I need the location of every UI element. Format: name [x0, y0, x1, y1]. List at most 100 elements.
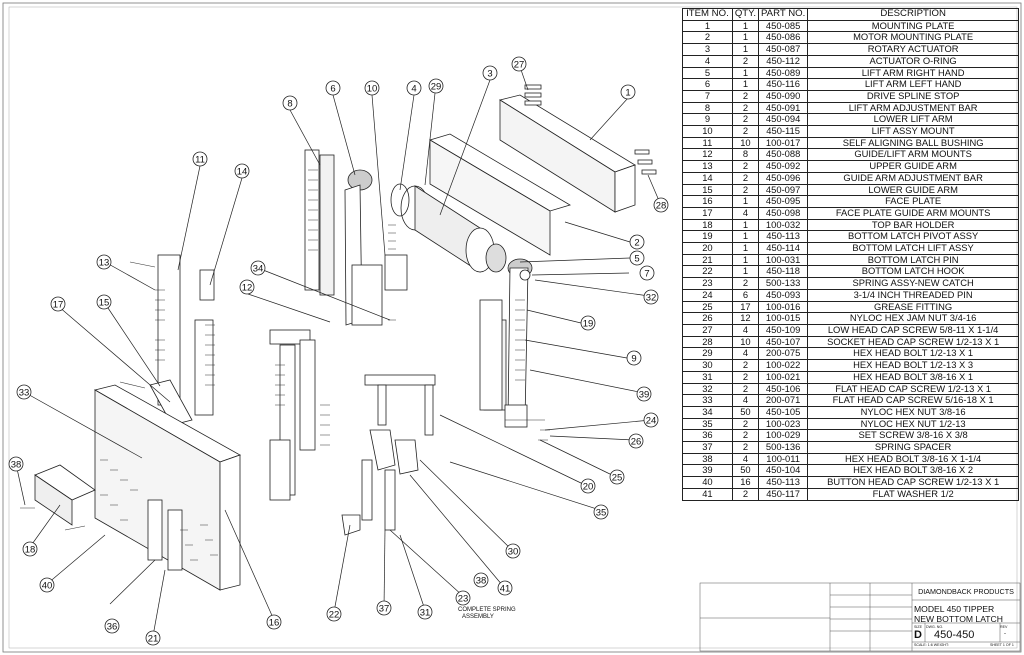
svg-text:6: 6: [330, 84, 335, 95]
svg-text:13: 13: [99, 258, 110, 269]
callout-17: 17: [50, 296, 66, 312]
svg-text:10: 10: [367, 84, 378, 95]
svg-text:26: 26: [631, 437, 642, 448]
callout-19: 19: [580, 315, 596, 331]
bom-description: HEX HEAD BOLT 3/8-16 X 2: [807, 464, 1019, 478]
bom-part-no: 100-011: [757, 452, 809, 466]
svg-text:39: 39: [639, 390, 650, 401]
bom-header-item-no: ITEM NO.: [682, 8, 733, 21]
svg-text:7: 7: [644, 269, 649, 280]
drawing-title-line2: NEW BOTTOM LATCH: [914, 614, 1003, 624]
bom-description: FLAT HEAD CAP SCREW 5/16-18 X 1: [807, 394, 1019, 407]
bom-item-no: 37: [682, 441, 733, 454]
bom-qty: 2: [731, 113, 760, 127]
bom-part-no: 450-109: [757, 323, 809, 337]
bom-qty: 2: [731, 429, 760, 443]
callout-5: 5: [629, 250, 645, 266]
bom-part-no: 450-114: [757, 242, 809, 255]
bom-item-no: 25: [682, 300, 733, 314]
bom-item-no: 11: [682, 136, 733, 150]
callout-13: 13: [96, 254, 112, 270]
bom-item-no: 30: [682, 359, 733, 372]
bom-item-no: 31: [682, 370, 733, 384]
sheet-number: SHEET 1 OF 1: [990, 643, 1014, 647]
bom-description: FLAT HEAD CAP SCREW 1/2-13 X 1: [807, 382, 1019, 396]
bom-item-no: 2: [682, 31, 733, 45]
bom-qty: 2: [731, 183, 760, 197]
bom-qty: 2: [731, 370, 760, 384]
bom-description: SPRING SPACER: [807, 441, 1019, 454]
bom-qty: 2: [731, 417, 760, 431]
svg-text:36: 36: [107, 622, 118, 633]
bom-description: 3-1/4 INCH THREADED PIN: [807, 288, 1019, 302]
bom-qty: 4: [731, 394, 760, 407]
bom-item-no: 5: [682, 66, 733, 80]
title-block: DIAMONDBACK PRODUCTS MODEL 450 TIPPER NE…: [912, 583, 1020, 651]
callout-22: 22: [326, 606, 342, 622]
bom-description: NYLOC HEX JAM NUT 3/4-16: [807, 312, 1019, 325]
callout-21: 21: [145, 630, 161, 646]
callout-balloons: 1 2 3 4 5 6 7 8 9 10 11 12 13 14 15 16 1…: [8, 56, 669, 646]
callout-35: 35: [593, 504, 609, 520]
bom-description: SPRING ASSY-NEW CATCH: [807, 277, 1019, 290]
bom-part-no: 450-091: [757, 101, 809, 115]
bom-qty: 4: [731, 206, 760, 220]
bom-qty: 2: [731, 382, 760, 396]
bom-qty: 1: [731, 31, 760, 45]
bom-part-no: 100-022: [757, 359, 809, 372]
fastener-stacks: [20, 169, 550, 561]
bom-item-no: 1: [682, 19, 733, 33]
svg-text:1: 1: [625, 88, 630, 99]
bom-item-no: 16: [682, 195, 733, 208]
callout-9: 9: [626, 350, 642, 366]
callout-23: 23: [455, 590, 471, 606]
bom-qty: 4: [731, 452, 760, 466]
svg-text:8: 8: [287, 99, 292, 110]
bom-description: BOTTOM LATCH PIVOT ASSY: [807, 230, 1019, 244]
bom-item-no: 28: [682, 335, 733, 349]
bom-part-no: 100-032: [757, 218, 809, 232]
bom-description: GUIDE ARM ADJUSTMENT BAR: [807, 171, 1019, 185]
bom-item-no: 6: [682, 78, 733, 91]
svg-text:COMPLETE SPRING: COMPLETE SPRING: [458, 607, 516, 613]
bom-part-no: 450-095: [757, 195, 809, 208]
svg-text:2: 2: [634, 238, 639, 249]
bom-description: UPPER GUIDE ARM: [807, 160, 1019, 173]
bom-item-no: 34: [682, 405, 733, 419]
callout-31: 31: [417, 604, 433, 620]
svg-text:4: 4: [411, 84, 416, 95]
bom-part-no: 450-096: [757, 171, 809, 185]
bom-description: HEX HEAD BOLT 1/2-13 X 3: [807, 359, 1019, 372]
svg-text:28: 28: [656, 201, 667, 212]
callout-37: 37: [376, 600, 392, 616]
guide-arm-adjustment-bar: [199, 269, 215, 301]
svg-text:3: 3: [487, 69, 492, 80]
bom-part-no: 450-107: [757, 335, 809, 349]
svg-text:9: 9: [631, 354, 636, 365]
bom-part-no: 200-071: [757, 394, 809, 407]
leader-lines: [15, 63, 661, 637]
bom-item-no: 32: [682, 382, 733, 396]
bom-part-no: 450-086: [757, 31, 809, 45]
svg-text:25: 25: [612, 473, 623, 484]
bom-item-no: 39: [682, 464, 733, 478]
bom-part-no: 450-089: [757, 66, 809, 80]
bom-item-no: 3: [682, 43, 733, 56]
bom-description: MOTOR MOUNTING PLATE: [807, 31, 1019, 45]
bom-part-no: 500-136: [757, 441, 809, 454]
bom-part-no: 450-092: [757, 160, 809, 173]
